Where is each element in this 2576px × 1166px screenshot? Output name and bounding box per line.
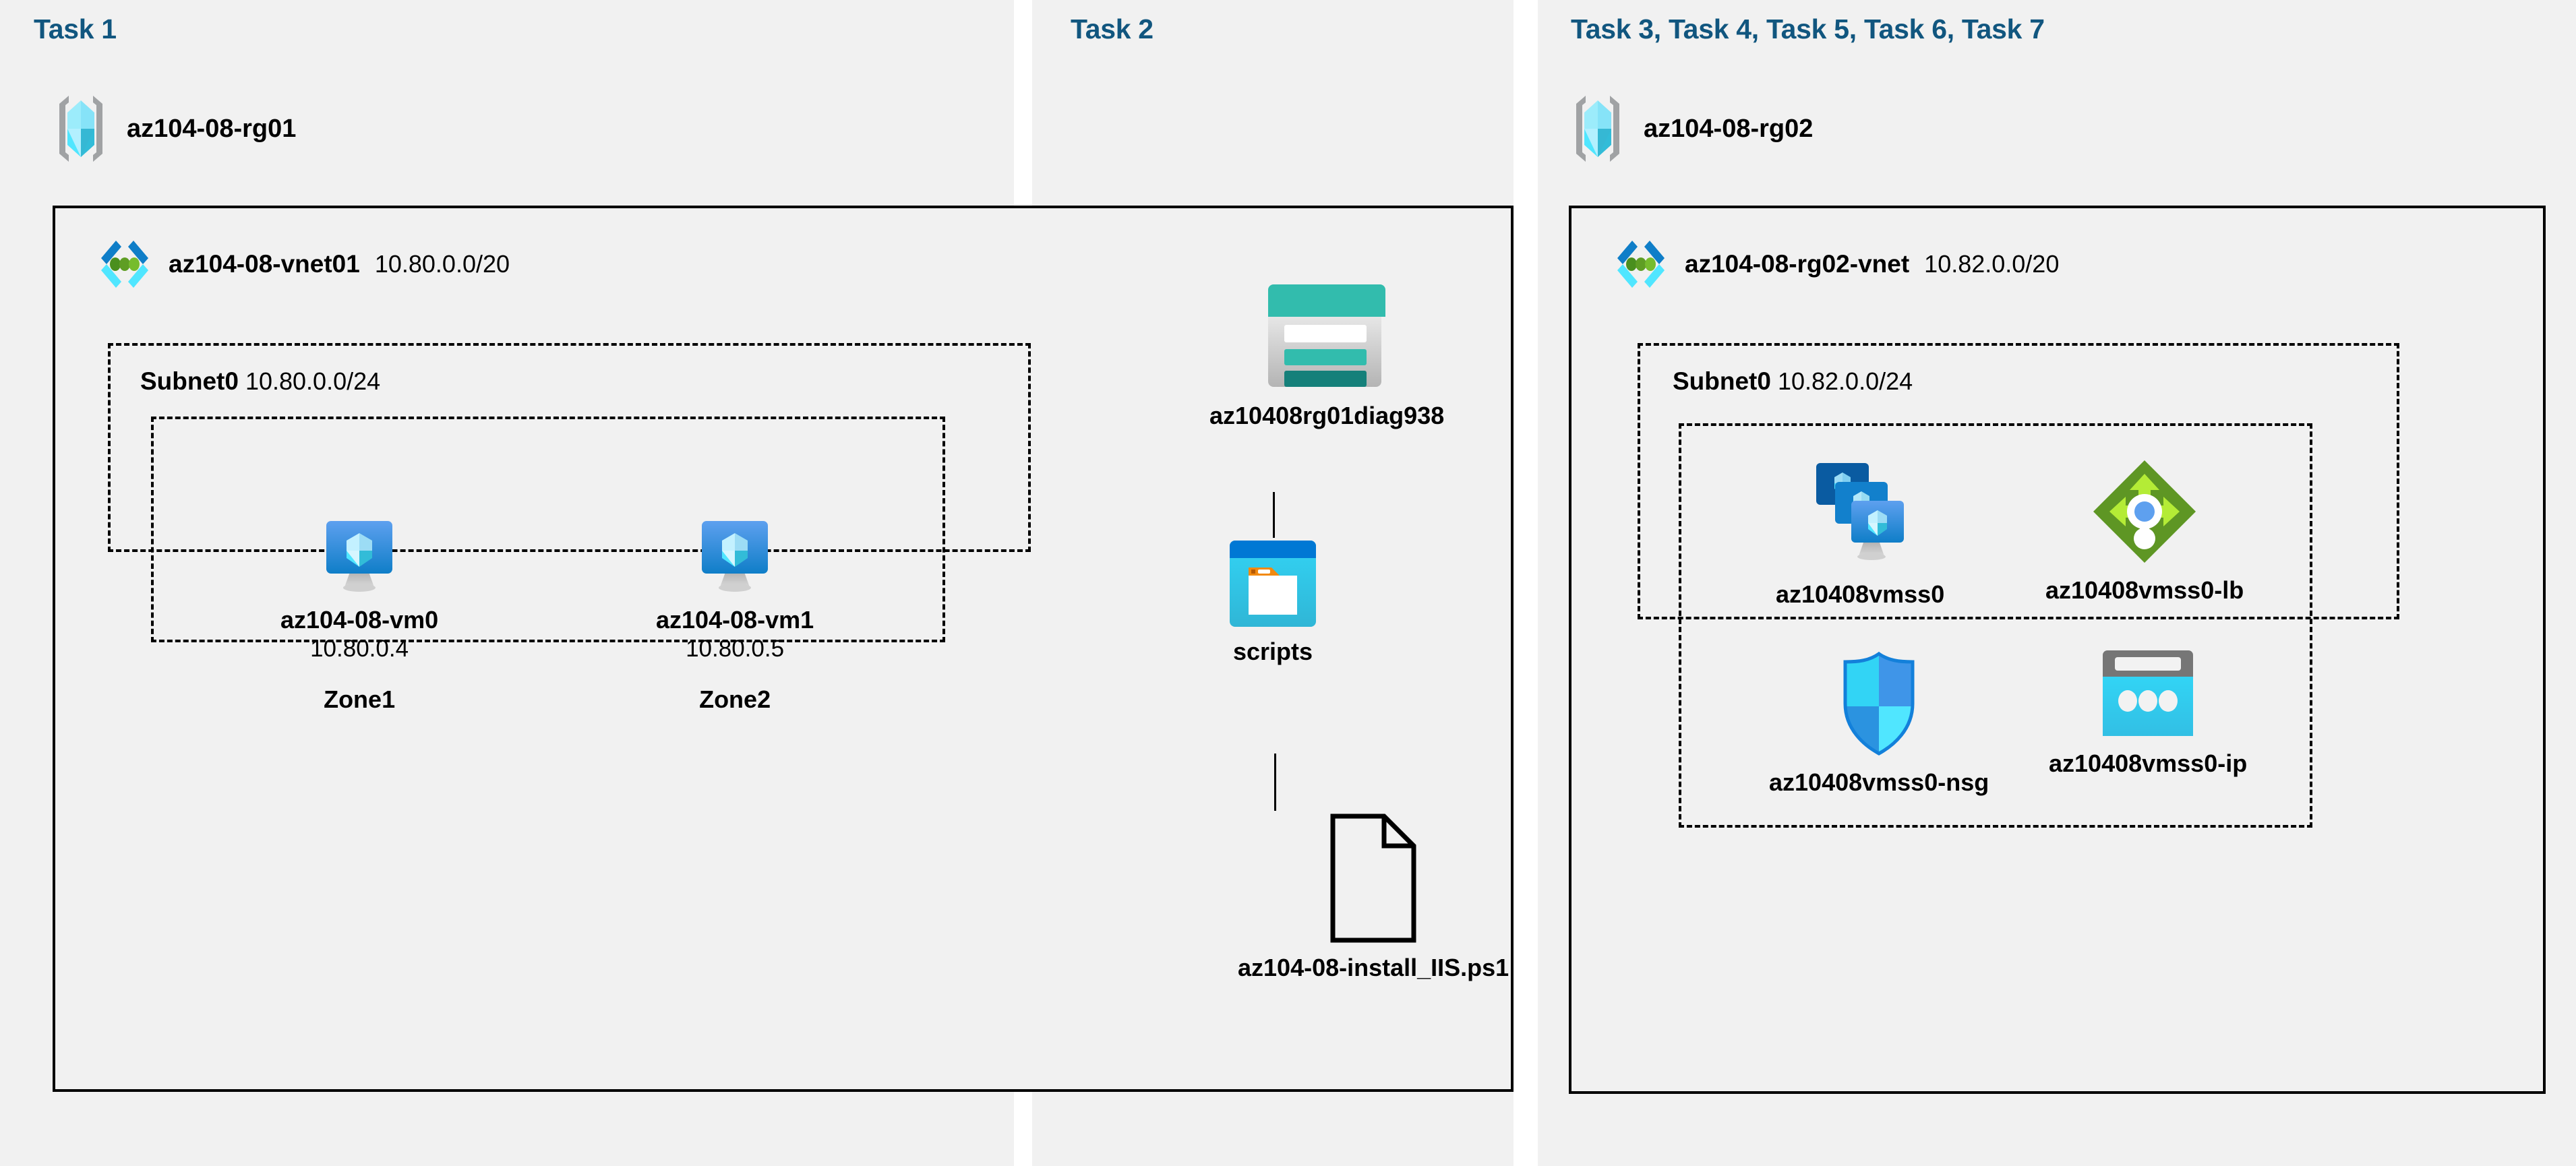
virtual-machine-icon — [320, 517, 399, 596]
task-3-7-title: Task 3, Task 4, Task 5, Task 6, Task 7 — [1571, 13, 2045, 44]
task-2-title: Task 2 — [1071, 13, 1154, 44]
vm1-caption: az104-08-vm1 10.80.0.5 Zone2 — [656, 606, 814, 714]
task-1-title: Task 1 — [34, 13, 117, 44]
rg02-vnet-container: az104-08-rg02-vnet 10.82.0.0/20 Subnet0 … — [1569, 206, 2546, 1094]
file-caption: az104-08-install_IIS.ps1 — [1238, 954, 1509, 982]
storage-account-icon — [1264, 283, 1389, 392]
blob-container-name: scripts — [1232, 638, 1313, 665]
vmss-resource-group-box: az10408vmss0 — [1679, 423, 2312, 828]
vmss-node: az10408vmss0 — [1776, 456, 1944, 609]
vmss-caption: az10408vmss0 — [1776, 580, 1944, 609]
connector-storage-to-container — [1273, 492, 1275, 538]
zone-group-box: az104-08-vm0 10.80.0.4 Zone1 — [151, 417, 945, 713]
virtual-network-icon — [96, 235, 154, 293]
vm-scale-set-icon — [1803, 456, 1917, 571]
subnet0-label-task1: Subnet0 10.80.0.0/24 — [140, 367, 380, 396]
subnet0-name-task3: Subnet0 — [1673, 367, 1771, 395]
resource-group-icon — [1569, 93, 1626, 164]
vm1-zone: Zone2 — [699, 685, 771, 713]
blob-container-node: scripts — [1228, 539, 1317, 666]
nsg-caption: az10408vmss0-nsg — [1769, 768, 1989, 797]
subnet0-box-task3: Subnet0 10.82.0.0/24 — [1638, 343, 2399, 828]
load-balancer-icon — [2089, 456, 2200, 567]
load-balancer-name: az10408vmss0-lb — [2045, 576, 2244, 604]
resource-group-icon — [53, 93, 109, 164]
subnet0-name-task1: Subnet0 — [140, 367, 239, 395]
file-name: az104-08-install_IIS.ps1 — [1238, 954, 1509, 981]
virtual-network-icon — [1612, 235, 1670, 293]
connector-container-to-file — [1274, 754, 1276, 811]
rg02-vnet-cidr: 10.82.0.0/20 — [1924, 250, 2060, 278]
subnet0-cidr-task3: 10.82.0.0/24 — [1770, 367, 1913, 395]
blob-container-icon — [1228, 539, 1317, 628]
rg02-vnet-name: az104-08-rg02-vnet — [1685, 250, 1910, 278]
vm0-zone: Zone1 — [324, 685, 396, 713]
nsg-node: az10408vmss0-nsg — [1769, 648, 1989, 797]
storage-account-node: az10408rg01diag938 — [1209, 283, 1444, 430]
load-balancer-node: az10408vmss0-lb — [2045, 456, 2244, 605]
vnet01-name: az104-08-vnet01 — [169, 250, 360, 278]
storage-account-name: az10408rg01diag938 — [1209, 402, 1445, 429]
subnet0-cidr-task1: 10.80.0.0/24 — [238, 367, 381, 395]
load-balancer-caption: az10408vmss0-lb — [2045, 576, 2244, 605]
vm0-caption: az104-08-vm0 10.80.0.4 Zone1 — [280, 606, 438, 714]
subnet0-box-task1: Subnet0 10.80.0.0/24 — [108, 343, 1031, 713]
file-node: az104-08-install_IIS.ps1 — [1238, 812, 1509, 982]
file-icon — [1329, 812, 1418, 944]
public-ip-node: az10408vmss0-ip — [2049, 648, 2247, 778]
vm0-ip: 10.80.0.4 — [310, 636, 409, 662]
subnet0-label-task3: Subnet0 10.82.0.0/24 — [1673, 367, 1913, 396]
vm-node-vm0: az104-08-vm0 10.80.0.4 Zone1 — [280, 517, 438, 714]
vnet01-cidr: 10.80.0.0/20 — [374, 250, 510, 278]
vmss-name: az10408vmss0 — [1776, 580, 1945, 608]
resource-group-rg02: az104-08-rg02 — [1569, 93, 1813, 164]
vm1-ip: 10.80.0.5 — [686, 636, 785, 662]
vm-node-vm1: az104-08-vm1 10.80.0.5 Zone2 — [656, 517, 814, 714]
network-security-group-icon — [1832, 648, 1926, 759]
public-ip-caption: az10408vmss0-ip — [2049, 749, 2247, 778]
resource-group-label: az104-08-rg01 — [127, 114, 297, 143]
vnet01-header: az104-08-vnet01 10.80.0.0/20 — [96, 235, 510, 293]
rg02-vnet-header: az104-08-rg02-vnet 10.82.0.0/20 — [1612, 235, 2059, 293]
storage-account-caption: az10408rg01diag938 — [1209, 402, 1444, 430]
vm1-name: az104-08-vm1 — [656, 606, 814, 634]
resource-group-rg01: az104-08-rg01 — [53, 93, 296, 164]
resource-group-label: az104-08-rg02 — [1644, 114, 1814, 143]
blob-container-caption: scripts — [1233, 638, 1313, 666]
public-ip-address-icon — [2099, 648, 2197, 740]
virtual-machine-icon — [695, 517, 775, 596]
public-ip-name: az10408vmss0-ip — [2049, 749, 2248, 777]
nsg-name: az10408vmss0-nsg — [1769, 768, 1989, 796]
vm0-name: az104-08-vm0 — [280, 606, 439, 634]
